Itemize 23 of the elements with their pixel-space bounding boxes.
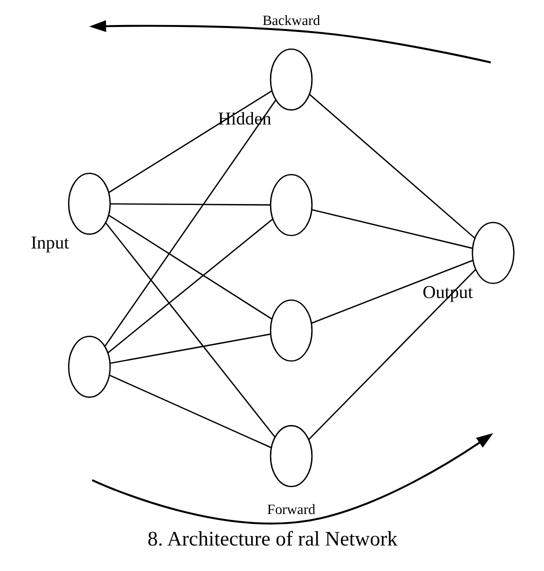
connector [107, 218, 272, 354]
connector [311, 209, 472, 249]
node-circle [68, 172, 110, 235]
connector [108, 374, 271, 448]
connector [108, 214, 272, 320]
connector [108, 90, 272, 194]
label: Backward [262, 12, 320, 29]
node-circle [68, 336, 110, 398]
connector [104, 100, 276, 347]
connector [308, 94, 475, 239]
connector [308, 269, 476, 440]
connector [310, 260, 472, 324]
node-circle [269, 300, 312, 362]
node-circle [269, 48, 312, 111]
label: Forward [266, 502, 315, 518]
connector [110, 334, 270, 364]
node-label: Input [30, 232, 69, 253]
node-circle [269, 425, 312, 488]
connector [104, 222, 275, 438]
node-circle [269, 174, 312, 236]
connector [110, 203, 270, 206]
node-circle [471, 222, 514, 284]
caption: 8. Architecture of ral Network [147, 528, 397, 551]
